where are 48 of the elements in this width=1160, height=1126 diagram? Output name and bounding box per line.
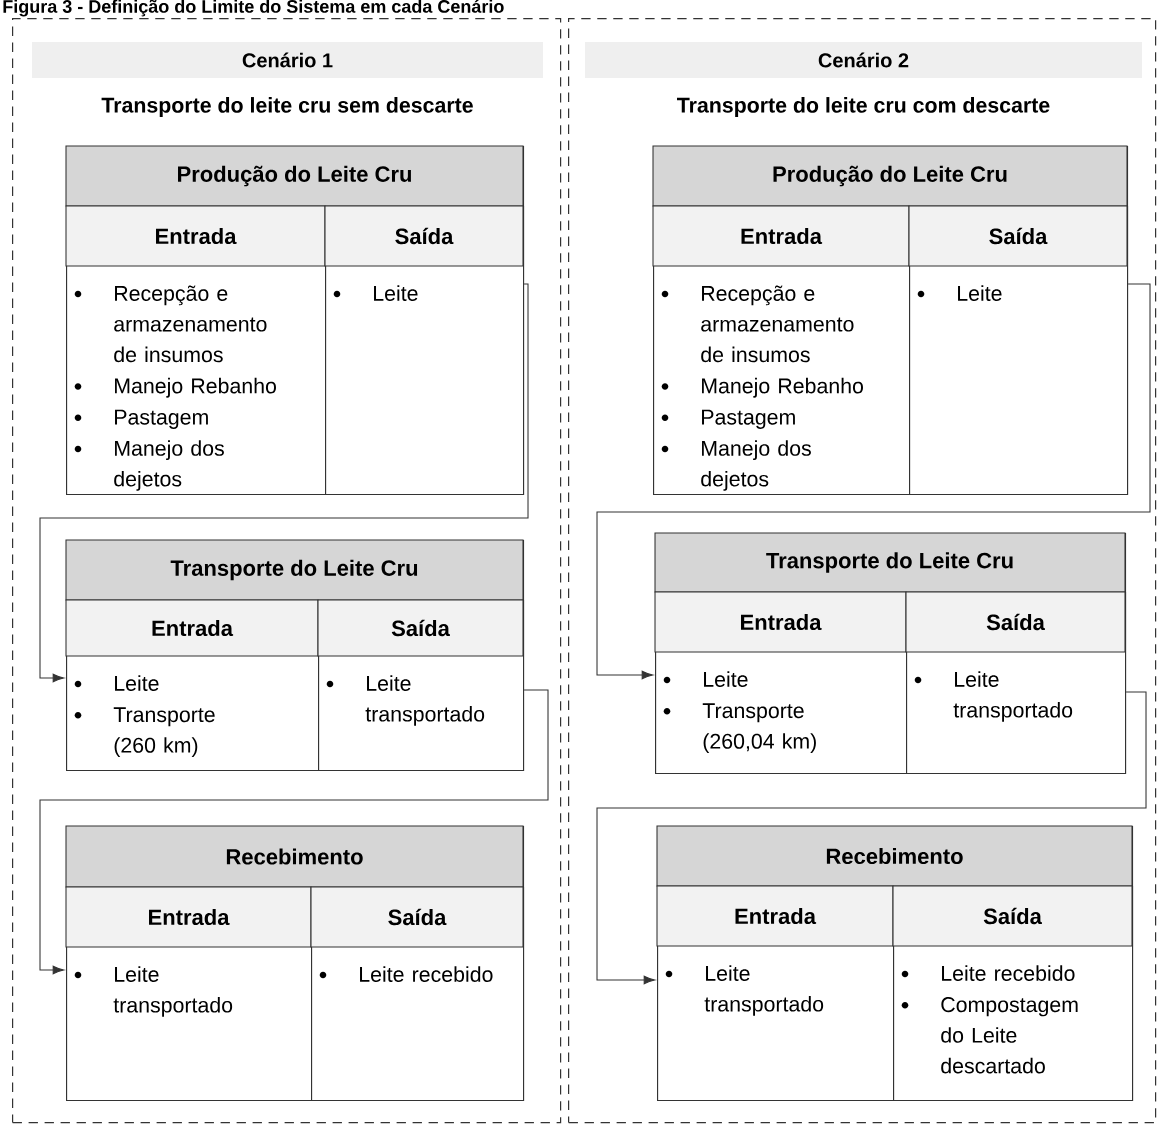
bullet-item: Transporte (260 km) xyxy=(74,707,215,757)
bullet-item: Recepção e armazenamento de insumos xyxy=(74,285,267,363)
bullet-item: Leite xyxy=(74,675,159,691)
connector-arrow xyxy=(596,283,1151,680)
bullet-item: Pastagem xyxy=(74,409,208,429)
connector-arrow xyxy=(39,283,529,683)
scenario-subtitle: Transporte do leite cru com descarte xyxy=(677,97,1050,117)
column-header: Entrada xyxy=(656,885,894,947)
bullet-item: Leite transportado xyxy=(665,965,824,1016)
column-header: Entrada xyxy=(652,205,910,267)
column-header: Saída xyxy=(310,886,524,948)
table-title: Produção do Leite Cru xyxy=(652,145,1128,207)
column-header: Saída xyxy=(324,205,524,267)
bullet-item: Compostagem do Leite descartado xyxy=(901,997,1078,1074)
connector-arrow xyxy=(39,689,549,975)
scenario-heading: Cenário 2 xyxy=(585,42,1142,78)
bullet-item: Leite transportado xyxy=(914,671,1073,722)
bullet-item: Manejo Rebanho xyxy=(661,377,863,398)
table-title: Recebimento xyxy=(65,825,524,888)
bullet-item: Leite xyxy=(333,285,418,301)
column-header: Saída xyxy=(908,205,1128,267)
bullet-item: Transporte (260,04 km) xyxy=(663,703,816,753)
bullet-item: Manejo Rebanho xyxy=(74,377,276,398)
table-title: Transporte do Leite Cru xyxy=(65,539,524,601)
bullet-item: Leite recebido xyxy=(319,966,493,982)
bullet-item: Leite recebido xyxy=(901,965,1075,981)
column-header: Entrada xyxy=(654,591,907,653)
column-header: Entrada xyxy=(65,205,326,267)
bullet-item: Recepção e armazenamento de insumos xyxy=(661,285,854,363)
bullet-item: Pastagem xyxy=(661,409,795,429)
column-header: Entrada xyxy=(65,599,319,657)
table-title: Transporte do Leite Cru xyxy=(654,532,1126,593)
bullet-item: Leite xyxy=(917,285,1002,301)
figure-title: Figura 3 - Definição do Limite do Sistema em cada Cenário xyxy=(3,0,504,17)
column-header: Saída xyxy=(317,599,524,657)
column-header: Entrada xyxy=(65,886,312,948)
table-title: Produção do Leite Cru xyxy=(65,145,524,207)
bullet-item: Manejo dos dejetos xyxy=(74,440,224,491)
bullet-item: Leite transportado xyxy=(74,966,233,1017)
bullet-item: Manejo dos dejetos xyxy=(661,440,811,491)
scenario-heading: Cenário 1 xyxy=(32,42,543,78)
bullet-item: Leite transportado xyxy=(326,675,485,726)
column-header: Saída xyxy=(905,591,1126,653)
scenario-subtitle: Transporte do leite cru sem descarte xyxy=(101,97,473,117)
connector-arrow xyxy=(596,691,1147,985)
column-header: Saída xyxy=(892,885,1133,947)
bullet-item: Leite xyxy=(663,671,748,687)
table-title: Recebimento xyxy=(656,825,1133,887)
